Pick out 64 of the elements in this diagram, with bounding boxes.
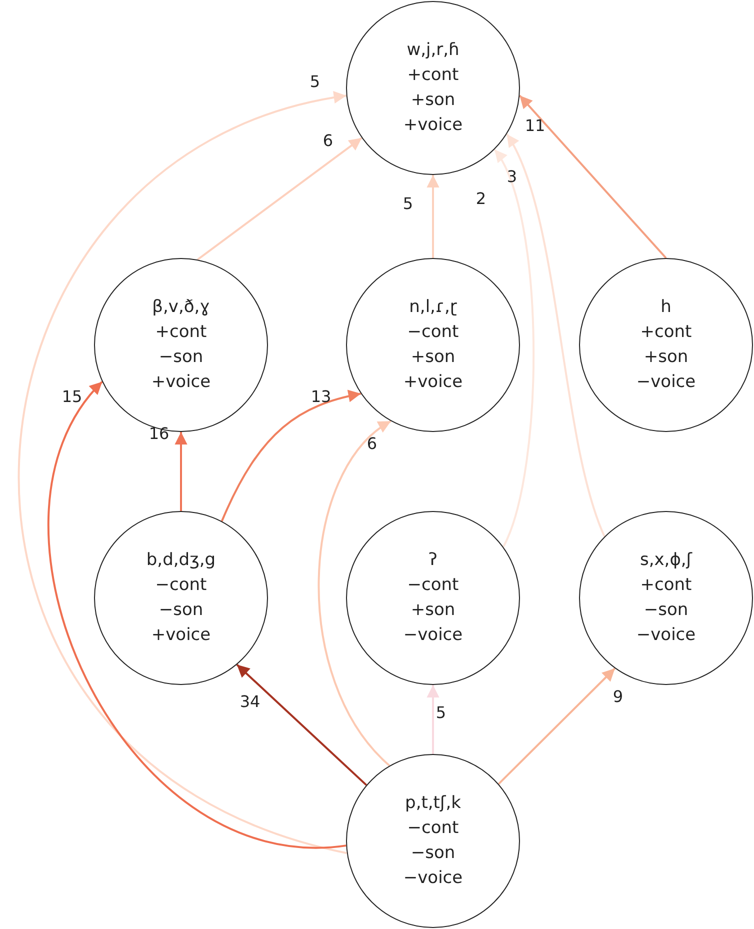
node-text: −voice [403,867,463,890]
node-text: p,t,tʃ,k [405,792,461,815]
node-text: +cont [640,574,692,597]
node-text: n,l,ɾ,ɽ [409,296,457,319]
edge-label: 34 [240,693,260,711]
node-circle [579,258,753,432]
node-text: −son [158,346,204,369]
node-text: −son [644,599,688,622]
edge-label: 5 [436,704,446,722]
node-text: h [660,296,672,319]
node-text: −voice [403,624,463,647]
arrow [18,92,348,854]
node-circle [346,754,520,928]
node-circle [579,511,753,685]
node-text: +son [644,346,688,369]
node-circle [346,258,520,432]
node-text: −son [158,599,204,622]
node-text: −cont [155,574,207,597]
edge-label: 6 [366,435,378,453]
edge-label: 13 [310,388,332,406]
arrow [318,420,392,766]
node-text: s,x,ɸ,ʃ [640,549,692,572]
edge-label: 2 [476,190,486,208]
arrow [494,149,534,548]
arrow [426,174,440,258]
node-text: +son [410,599,456,622]
node-circle [346,511,520,685]
node-text: +son [410,346,456,369]
node-text: +voice [151,371,211,394]
node-text: +cont [640,321,692,344]
node-text: b,d,dʒ,g [146,549,216,572]
edge-label: 6 [322,132,334,150]
node-text: +voice [151,624,211,647]
arrow [498,668,616,785]
arrow [506,134,606,537]
node-text: w,j,r,ɦ [406,39,460,62]
node-text: +voice [403,114,463,137]
arrow [174,432,188,511]
edge-label: 9 [612,688,624,706]
node-text: ʔ [428,549,438,572]
arrow [48,381,346,848]
arrow [518,94,667,259]
arrow [197,137,362,260]
node-circle [94,511,268,685]
edge-label: 15 [62,388,82,406]
node-text: β,v,ð,ɣ [152,296,210,319]
node-text: +voice [403,371,463,394]
arrow [426,684,440,754]
arrow [220,390,362,522]
edge-label: 5 [310,73,320,91]
edge-label: 3 [506,168,518,186]
arrow [236,664,368,786]
node-text: −cont [407,321,459,344]
node-text: +cont [407,64,459,87]
edge-label: 16 [148,425,170,443]
edge-label: 11 [524,117,546,135]
edge-label: 5 [402,195,414,213]
node-text: −voice [636,624,696,647]
node-text: +son [410,89,456,112]
node-text: −cont [407,817,459,840]
node-text: −son [410,842,456,865]
node-text: −voice [636,371,696,394]
node-text: +cont [155,321,207,344]
node-text: −cont [407,574,459,597]
